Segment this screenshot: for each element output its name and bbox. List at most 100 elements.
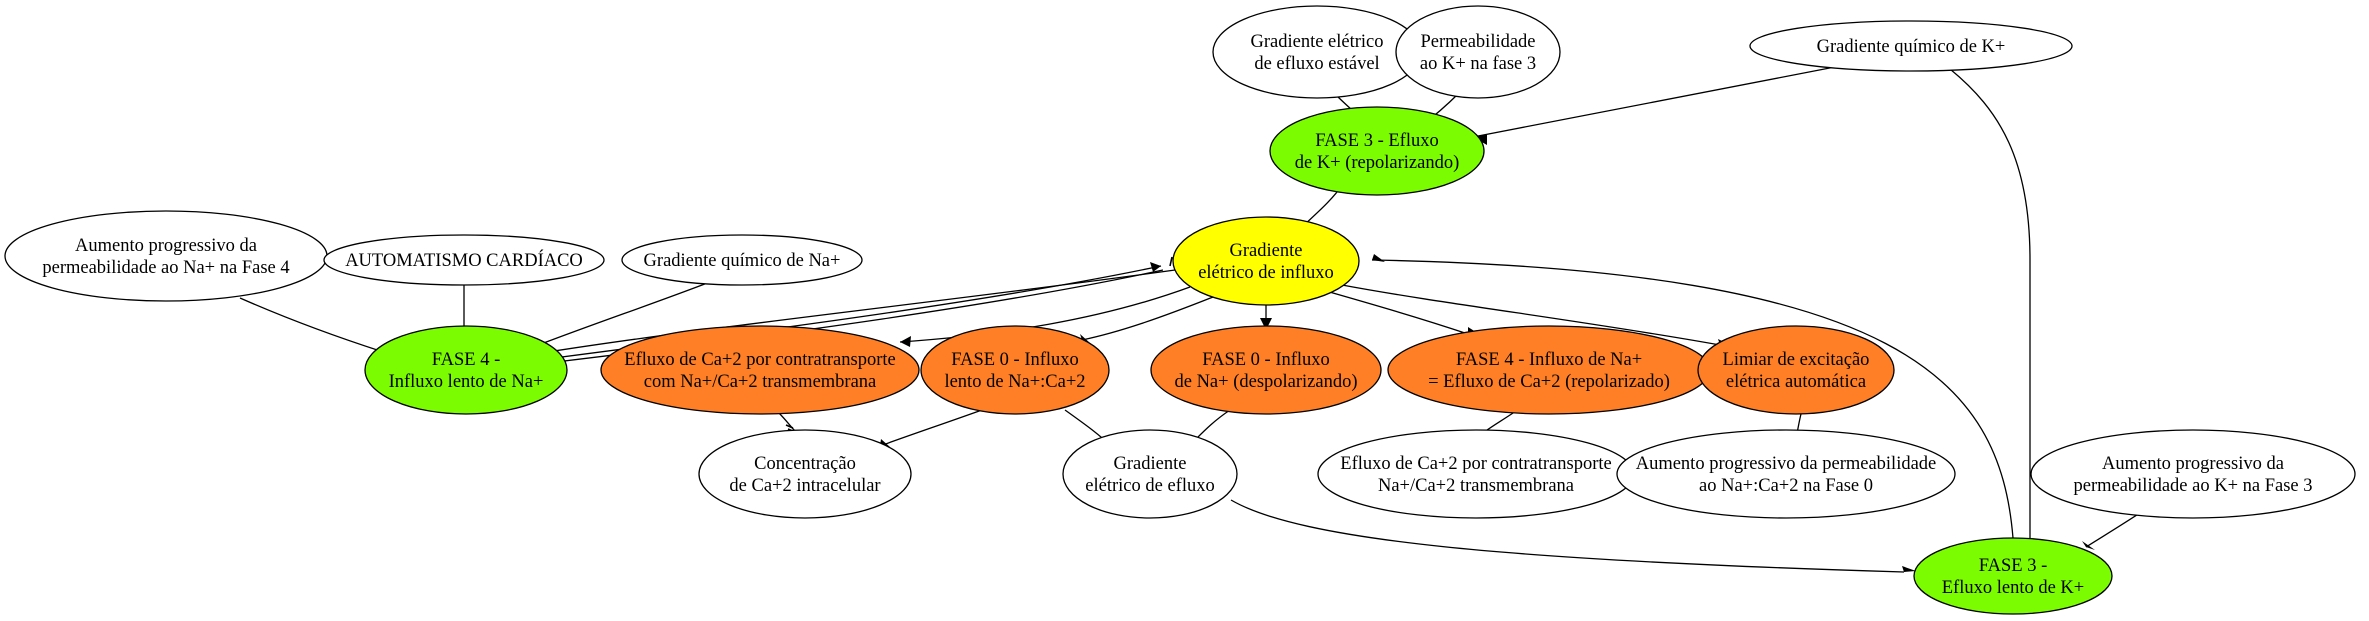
node-shape [1913, 537, 2113, 615]
edge-line [1949, 68, 2031, 556]
node-shape [1150, 325, 1382, 415]
node-label: Influxo lento de Na+ [389, 372, 544, 392]
node-shape [4, 210, 328, 302]
arrowhead [1150, 262, 1161, 272]
node-shape [1387, 325, 1711, 415]
node-label: = Efluxo de Ca+2 (repolarizado) [1428, 372, 1670, 392]
node-label: com Na+/Ca+2 transmembrana [644, 372, 877, 392]
node-efluxo-ca-contra-2: Efluxo de Ca+2 por contratransporteNa+/C… [1317, 429, 1635, 519]
node-shape [698, 429, 912, 519]
edge-line [1341, 284, 1721, 346]
node-label: Efluxo de Ca+2 por contratransporte [624, 350, 895, 370]
edge-line [1230, 499, 1905, 573]
node-label: de Na+ (despolarizando) [1174, 372, 1357, 392]
node-label: Efluxo de Ca+2 por contratransporte [1340, 454, 1611, 474]
node-shape [2030, 429, 2356, 519]
tee-head-tick [785, 424, 794, 429]
edge-grad_quimico_k-to-fase3_efluxo_lento_k [1949, 68, 2031, 556]
node-shape [1269, 106, 1485, 196]
edge-grad_eletrico_influxo-to-fase4_influxo_na [547, 269, 1176, 353]
edge-aumento_perm_na_fase4-to-fase4_influxo_na [239, 297, 397, 357]
node-label: Gradiente químico de K+ [1817, 37, 2006, 57]
node-label: Gradiente químico de Na+ [644, 251, 841, 271]
node-shape [1749, 20, 2073, 72]
edge-line [899, 286, 1191, 343]
node-label: Na+/Ca+2 transmembrana [1378, 476, 1574, 496]
node-shape [1212, 5, 1422, 99]
node-label: Gradiente [1230, 241, 1303, 261]
edge-line [1081, 296, 1214, 341]
edge-line [879, 409, 983, 447]
node-grad-quimico-k: Gradiente químico de K+ [1749, 20, 2073, 72]
node-shape [1062, 429, 1238, 519]
edge-fase3_efluxo_lento_k-to-grad_eletrico_influxo [1371, 259, 2014, 539]
edge-fase0_influxo_lento-to-concentracao_ca [879, 409, 983, 447]
node-grad-quimico-na: Gradiente químico de Na+ [621, 234, 863, 286]
node-label: ao Na+:Ca+2 na Fase 0 [1699, 476, 1873, 496]
node-label: de efluxo estável [1254, 54, 1379, 74]
node-label: Aumento progressivo da [75, 236, 257, 256]
node-label: Aumento progressivo da [2102, 454, 2284, 474]
node-label: permeabilidade ao Na+ na Fase 4 [42, 258, 289, 278]
edge-grad_quimico_na-to-fase4_influxo_na [527, 281, 711, 350]
edge-fase0_influxo_na-to-grad_eletrico_efluxo [1195, 409, 1231, 440]
node-shape [364, 325, 568, 415]
node-shape [920, 325, 1110, 415]
node-label: Efluxo lento de K+ [1942, 578, 2084, 598]
node-label: lento de Na+:Ca+2 [944, 372, 1085, 392]
node-fase4-influxo-na: FASE 4 -Influxo lento de Na+ [364, 325, 568, 415]
edge-grad_eletrico_efluxo-to-fase3_efluxo_lento_k [1230, 499, 1905, 573]
node-label: AUTOMATISMO CARDÍACO [345, 249, 583, 271]
node-shape [600, 325, 920, 415]
node-label: de Ca+2 intracelular [729, 476, 880, 496]
node-automatismo: AUTOMATISMO CARDÍACO [323, 234, 605, 286]
edge-grad_quimico_k-to-fase3_efluxo_k [1472, 65, 1841, 138]
node-label: Gradiente [1114, 454, 1187, 474]
node-shape [1395, 5, 1561, 99]
edge-line [547, 269, 1176, 353]
arrowhead [2082, 541, 2095, 550]
edge-line [1371, 259, 2014, 539]
node-shape [323, 234, 605, 286]
arrowhead [1080, 334, 1090, 343]
edge-line [1472, 65, 1841, 138]
arrowhead [1372, 254, 1385, 262]
node-label: Concentração [754, 454, 856, 474]
arrowhead [900, 336, 911, 347]
node-shape [1317, 429, 1635, 519]
node-fase4-influxo-na-efluxo-ca: FASE 4 - Influxo de Na+= Efluxo de Ca+2 … [1387, 325, 1711, 415]
edge-efluxo_ca_contra_1-to-concentracao_ca [777, 411, 797, 433]
node-label: FASE 0 - Influxo [951, 350, 1079, 370]
node-shape [1172, 216, 1360, 306]
tee-head-tick [1169, 256, 1173, 267]
node-label: permeabilidade ao K+ na Fase 3 [2073, 476, 2312, 496]
node-fase3-efluxo-lento-k: FASE 3 -Efluxo lento de K+ [1913, 537, 2113, 615]
node-label: FASE 3 - [1979, 556, 2048, 576]
edge-line [777, 411, 797, 433]
node-label: elétrico de efluxo [1085, 476, 1214, 496]
node-label: ao K+ na fase 3 [1420, 54, 1536, 74]
node-label: elétrica automática [1726, 372, 1866, 392]
node-shape [621, 234, 863, 286]
node-label: elétrico de influxo [1198, 263, 1334, 283]
edge-grad_eletrico_influxo-to-efluxo_ca_contra_1 [899, 286, 1191, 343]
edge-grad_eletrico_influxo-to-fase4_influxo_na_efluxo_ca [1318, 288, 1469, 335]
arrowhead [1902, 566, 1916, 572]
edge-grad_eletrico_influxo-to-fase0_influxo_lento [1081, 296, 1214, 341]
node-label: FASE 3 - Efluxo [1315, 131, 1439, 151]
arrowhead [1260, 318, 1272, 330]
node-shape [1697, 325, 1895, 415]
node-label: FASE 0 - Influxo [1202, 350, 1330, 370]
node-aumento-perm-na-ca-fase0: Aumento progressivo da permeabilidadeao … [1616, 429, 1956, 519]
